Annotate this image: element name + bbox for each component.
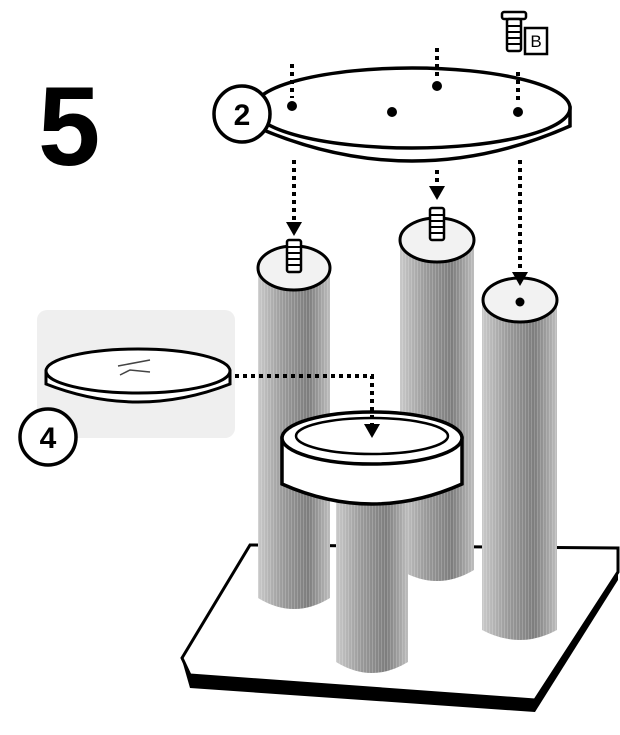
callout-top-plate-number: 2 [234, 99, 251, 132]
top-plate [252, 66, 572, 163]
column-center-front [336, 490, 408, 673]
screw-label: B [530, 32, 541, 51]
cushion-arrow [235, 374, 380, 438]
threaded-stud-center [428, 206, 446, 242]
ring-holder [280, 410, 464, 506]
callout-cushion-number: 4 [40, 422, 57, 455]
callout-cushion: 4 [18, 407, 78, 467]
column-center-back [398, 216, 476, 581]
column-right [481, 276, 559, 640]
guide-lines-top [290, 48, 520, 104]
step-number: 5 [38, 64, 100, 189]
callout-top-plate: 2 [212, 84, 272, 144]
plate-to-column-arrows [286, 160, 528, 286]
screw-hole [515, 297, 525, 307]
screw-b-icon: B [500, 10, 549, 56]
cushion-panel [37, 310, 235, 438]
cushion-disc [44, 347, 232, 404]
threaded-stud-left [285, 238, 303, 274]
